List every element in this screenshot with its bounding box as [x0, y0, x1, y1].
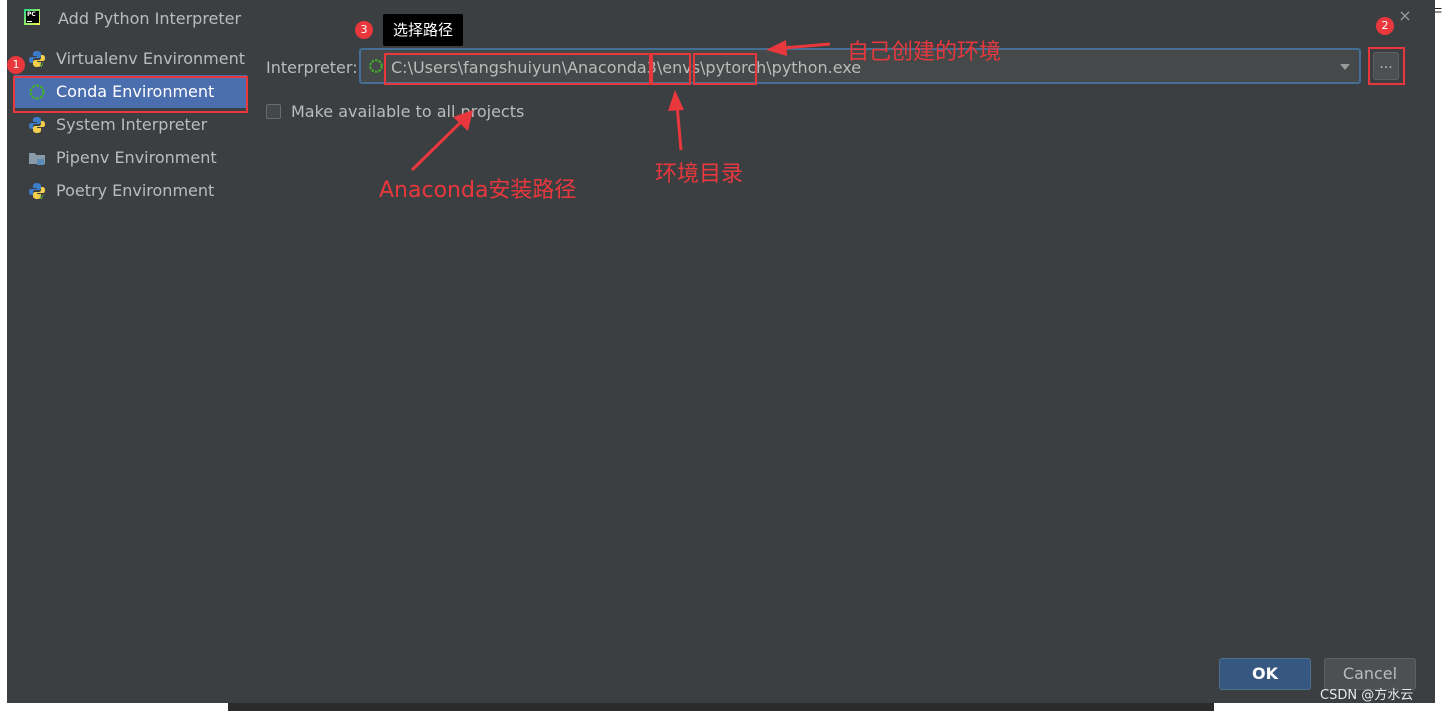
chevron-down-icon[interactable]: [1340, 64, 1350, 70]
python-icon: [27, 115, 47, 135]
dialog-title: Add Python Interpreter: [58, 9, 242, 28]
csdn-watermark: CSDN @方水云: [1320, 688, 1414, 703]
conda-icon: [368, 58, 384, 74]
background-edge-left: [0, 0, 7, 711]
sidebar-item-virtualenv[interactable]: v Virtualenv Environment: [7, 42, 247, 75]
svg-text:v: v: [39, 60, 44, 68]
interpreter-type-sidebar: v Virtualenv Environment Conda Environme…: [7, 42, 247, 207]
cancel-button[interactable]: Cancel: [1324, 658, 1416, 690]
add-interpreter-dialog: PC Add Python Interpreter × v Virtualenv…: [7, 0, 1435, 703]
browse-button[interactable]: ...: [1373, 52, 1399, 80]
annotation-label-own-env: 自己创建的环境: [847, 40, 1002, 65]
annotation-box-browse: [1368, 47, 1405, 85]
sidebar-item-label: Pipenv Environment: [56, 148, 217, 167]
annotation-box-env-name: [693, 53, 757, 85]
ok-button[interactable]: OK: [1219, 658, 1311, 690]
background-strip-bottom: [0, 703, 1442, 711]
conda-icon: [27, 82, 47, 102]
sidebar-item-conda[interactable]: Conda Environment: [14, 75, 247, 108]
background-edge-right: [1435, 0, 1442, 711]
tooltip-select-path: 选择路径: [383, 14, 464, 46]
annotation-badge-1: 1: [7, 56, 25, 74]
interpreter-path-value: C:\Users\fangshuiyun\Anaconda3\envs\pyto…: [391, 58, 862, 77]
annotation-box-envs: [651, 53, 691, 85]
python-poetry-icon: v: [27, 181, 47, 201]
python-virtualenv-icon: v: [27, 49, 47, 69]
close-icon[interactable]: ×: [1398, 6, 1412, 25]
annotation-badge-3: 3: [355, 21, 373, 39]
pycharm-logo-icon: PC: [24, 9, 40, 25]
annotation-box-install-path: [384, 53, 651, 85]
sidebar-item-pipenv[interactable]: Pipenv Environment: [7, 141, 247, 174]
title-bar: PC Add Python Interpreter ×: [7, 0, 1435, 36]
sidebar-item-label: Virtualenv Environment: [56, 49, 245, 68]
annotation-label-env-dir: 环境目录: [655, 162, 744, 187]
annotation-badge-2: 2: [1376, 17, 1394, 35]
sidebar-item-label: System Interpreter: [56, 115, 208, 134]
pipenv-folder-icon: [27, 148, 47, 168]
svg-text:v: v: [39, 192, 44, 200]
sidebar-item-system[interactable]: System Interpreter: [7, 108, 247, 141]
sidebar-item-poetry[interactable]: v Poetry Environment: [7, 174, 247, 207]
background-editor-strip: [228, 703, 1214, 711]
background-window-glyph: =: [1434, 2, 1442, 18]
sidebar-item-label: Poetry Environment: [56, 181, 215, 200]
sidebar-item-label: Conda Environment: [56, 82, 215, 101]
annotation-box-conda: [13, 76, 248, 113]
interpreter-label: Interpreter:: [266, 58, 358, 77]
make-available-checkbox-row[interactable]: Make available to all projects: [266, 102, 524, 121]
make-available-checkbox[interactable]: [266, 104, 281, 119]
make-available-label: Make available to all projects: [291, 102, 525, 121]
annotation-label-install-path: Anaconda安装路径: [379, 178, 577, 203]
